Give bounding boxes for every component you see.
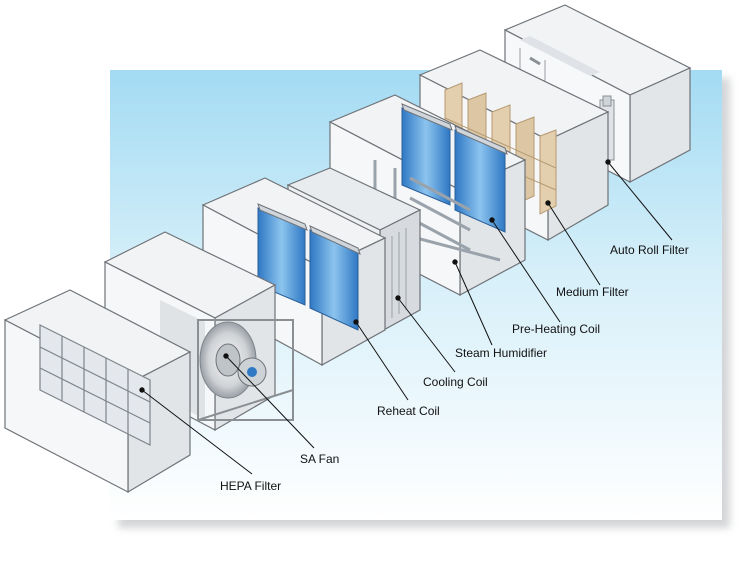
label-hepa-filter: HEPA Filter — [220, 479, 281, 493]
leader-sa-fan — [225, 355, 315, 449]
label-auto-roll-filter: Auto Roll Filter — [610, 243, 689, 257]
leader-hepa-filter — [141, 389, 253, 475]
leader-medium-filter — [547, 202, 601, 286]
sa-fan-unit — [197, 319, 294, 421]
label-cooling-coil: Cooling Coil — [423, 375, 488, 389]
hepa-filter-grid — [39, 324, 151, 446]
leader-reheat-coil — [355, 321, 409, 401]
leader-cooling-coil — [397, 297, 456, 373]
label-medium-filter: Medium Filter — [556, 285, 629, 299]
label-sa-fan: SA Fan — [300, 452, 339, 466]
reheat-coil-element — [257, 203, 361, 331]
label-steam-humidifier: Steam Humidifier — [455, 346, 547, 360]
leader-steam-humidifier — [454, 261, 493, 346]
leader-auto-roll-filter — [607, 161, 673, 241]
label-pre-heating-coil: Pre-Heating Coil — [512, 322, 600, 336]
labels: Auto Roll Filter Medium Filter Pre-Heati… — [220, 243, 689, 493]
leader-pre-heating-coil — [491, 219, 561, 323]
module-hepa-filter — [3, 289, 192, 494]
leader-lines — [139, 159, 673, 475]
label-reheat-coil: Reheat Coil — [377, 404, 440, 418]
